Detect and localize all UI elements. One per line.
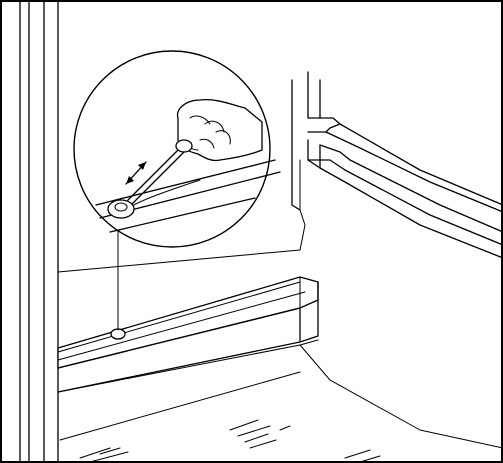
hand-icon: [127, 98, 263, 205]
back-wall: [57, 159, 306, 273]
right-wall-rails: [291, 71, 503, 259]
left-wall: [19, 1, 59, 463]
crisper-shelf: [57, 276, 503, 449]
double-arrow-icon: [125, 161, 147, 185]
magnifier-detail-icon: [73, 50, 281, 248]
glass-shelf-reflections: [59, 371, 381, 463]
